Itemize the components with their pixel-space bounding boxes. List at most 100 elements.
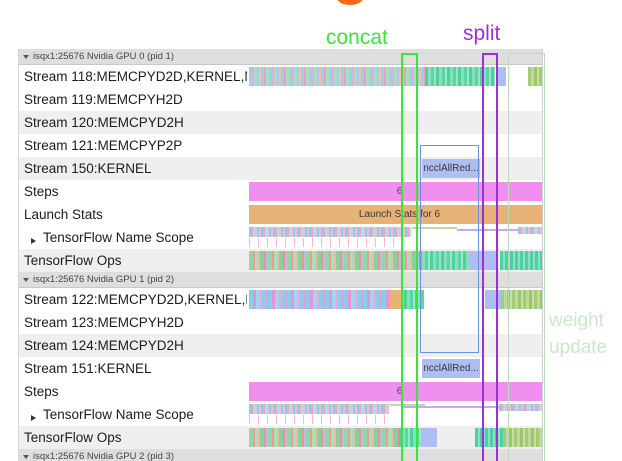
steps-bar[interactable] [249, 382, 542, 401]
row-track[interactable] [247, 311, 542, 334]
ops-bar[interactable] [500, 251, 542, 270]
table-row[interactable]: Steps 6 [19, 180, 542, 203]
row-track[interactable] [247, 226, 542, 249]
orange-arc-marker [337, 0, 363, 5]
row-label: TensorFlow Name Scope [43, 407, 194, 422]
annotation-concat: concat [326, 26, 388, 49]
row-label: Stream 121:MEMCPYP2P [19, 138, 247, 153]
ops-bar[interactable] [503, 428, 542, 447]
row-label: TensorFlow Ops [19, 430, 247, 445]
timeline-bar[interactable] [528, 67, 542, 86]
collapse-triangle-icon[interactable] [23, 55, 29, 59]
expand-triangle-icon[interactable] [31, 415, 36, 421]
row-label: Stream 124:MEMCPYD2H [19, 338, 247, 353]
group-title: isqx1:25676 Nvidia GPU 1 (pid 2) [33, 274, 174, 285]
row-label: Stream 122:MEMCPYD2D,KERNEL,MI [19, 292, 247, 307]
table-row[interactable]: TensorFlow Ops [19, 249, 542, 272]
row-label: Steps [19, 384, 247, 399]
table-row[interactable]: Stream 120:MEMCPYD2H [19, 111, 542, 134]
group-header-gpu1[interactable]: isqx1:25676 Nvidia GPU 1 (pid 2) [19, 272, 542, 288]
namescope-bar[interactable] [412, 227, 457, 229]
namescope-bar[interactable] [390, 404, 425, 406]
row-label: Stream 120:MEMCPYD2H [19, 115, 247, 130]
group-header-gpu2[interactable]: isqx1:25676 Nvidia GPU 2 (pid 3) [19, 449, 542, 461]
row-track[interactable] [247, 249, 542, 272]
row-label: TensorFlow Ops [19, 253, 247, 268]
row-track[interactable]: ncclAllRed... [247, 157, 542, 180]
ops-bar[interactable] [421, 428, 437, 447]
namescope-bar[interactable] [402, 406, 542, 408]
steps-bar[interactable] [249, 182, 542, 201]
timeline-bar[interactable] [249, 290, 389, 309]
row-track[interactable]: ncclAllRed... [247, 357, 542, 380]
timeline-bar[interactable] [501, 290, 542, 309]
table-row[interactable]: Launch Stats Launch Stats for 6 [19, 203, 542, 226]
annotation-split: split [463, 22, 501, 45]
row-label: Stream 150:KERNEL [19, 161, 247, 176]
row-track[interactable] [247, 288, 542, 311]
table-row[interactable]: Stream 121:MEMCPYP2P [19, 134, 542, 157]
namescope-bar[interactable] [499, 404, 542, 411]
namescope-hairlines [249, 415, 389, 424]
table-row[interactable]: TensorFlow Ops [19, 426, 542, 449]
nccl-bar[interactable] [422, 359, 480, 378]
timeline-bar[interactable] [404, 290, 424, 309]
ops-bar[interactable] [475, 428, 503, 447]
namescope-bar[interactable] [457, 229, 542, 231]
nccl-bar[interactable] [422, 159, 480, 178]
table-row[interactable]: Stream 124:MEMCPYD2H [19, 334, 542, 357]
ops-bar[interactable] [399, 428, 421, 447]
row-track[interactable] [247, 426, 542, 449]
timeline-bar[interactable] [485, 290, 501, 309]
row-label-namescope[interactable]: TensorFlow Name Scope [19, 230, 247, 245]
row-label: Stream 119:MEMCPYH2D [19, 92, 247, 107]
namescope-bar[interactable] [249, 227, 411, 237]
row-track[interactable] [247, 334, 542, 357]
group-title: isqx1:25676 Nvidia GPU 2 (pid 3) [33, 451, 174, 461]
table-row[interactable]: Stream 119:MEMCPYH2D [19, 88, 542, 111]
table-row[interactable]: TensorFlow Name Scope [19, 226, 542, 249]
timeline-bar[interactable] [249, 67, 425, 86]
row-track[interactable]: 6 [247, 180, 542, 203]
row-label: Steps [19, 184, 247, 199]
annotation-weight-line1: weight [549, 310, 604, 331]
namescope-bar[interactable] [518, 227, 542, 234]
row-track[interactable] [247, 65, 542, 88]
timeline-bar[interactable] [498, 67, 506, 86]
group-title: isqx1:25676 Nvidia GPU 0 (pid 1) [33, 51, 174, 62]
group-header-gpu0[interactable]: isqx1:25676 Nvidia GPU 0 (pid 1) [19, 49, 542, 65]
collapse-triangle-icon[interactable] [23, 278, 29, 282]
row-track[interactable]: 6 [247, 380, 542, 403]
table-row[interactable]: Steps 6 [19, 380, 542, 403]
table-row[interactable]: Stream 123:MEMCPYH2D [19, 311, 542, 334]
annotation-weight-line2: update [549, 337, 608, 358]
row-track[interactable] [247, 134, 542, 157]
collapse-triangle-icon[interactable] [23, 455, 29, 459]
row-label: TensorFlow Name Scope [43, 230, 194, 245]
row-track[interactable] [247, 88, 542, 111]
trace-viewer-panel[interactable]: isqx1:25676 Nvidia GPU 0 (pid 1) Stream … [18, 49, 543, 461]
ops-bar[interactable] [249, 251, 419, 270]
ops-bar[interactable] [419, 251, 469, 270]
ops-bar[interactable] [469, 251, 496, 270]
namescope-bar[interactable] [249, 404, 389, 414]
row-label: Stream 123:MEMCPYH2D [19, 315, 247, 330]
row-label-namescope[interactable]: TensorFlow Name Scope [19, 407, 247, 422]
table-row[interactable]: Stream 150:KERNEL ncclAllRed... [19, 157, 542, 180]
timeline-bar[interactable] [389, 290, 404, 309]
table-row[interactable]: Stream 118:MEMCPYD2D,KERNEL,ME [19, 65, 542, 88]
timeline-bar[interactable] [425, 67, 495, 86]
row-track[interactable] [247, 111, 542, 134]
row-label: Launch Stats [19, 207, 247, 222]
launch-stats-bar[interactable] [249, 205, 542, 224]
table-row[interactable]: Stream 151:KERNEL ncclAllRed... [19, 357, 542, 380]
row-label: Stream 151:KERNEL [19, 361, 247, 376]
row-track[interactable]: Launch Stats for 6 [247, 203, 542, 226]
ops-bar[interactable] [249, 428, 399, 447]
namescope-hairlines [249, 238, 411, 247]
row-track[interactable] [247, 403, 542, 426]
table-row[interactable]: Stream 122:MEMCPYD2D,KERNEL,MI [19, 288, 542, 311]
expand-triangle-icon[interactable] [31, 238, 36, 244]
table-row[interactable]: TensorFlow Name Scope [19, 403, 542, 426]
row-label: Stream 118:MEMCPYD2D,KERNEL,ME [19, 69, 247, 84]
